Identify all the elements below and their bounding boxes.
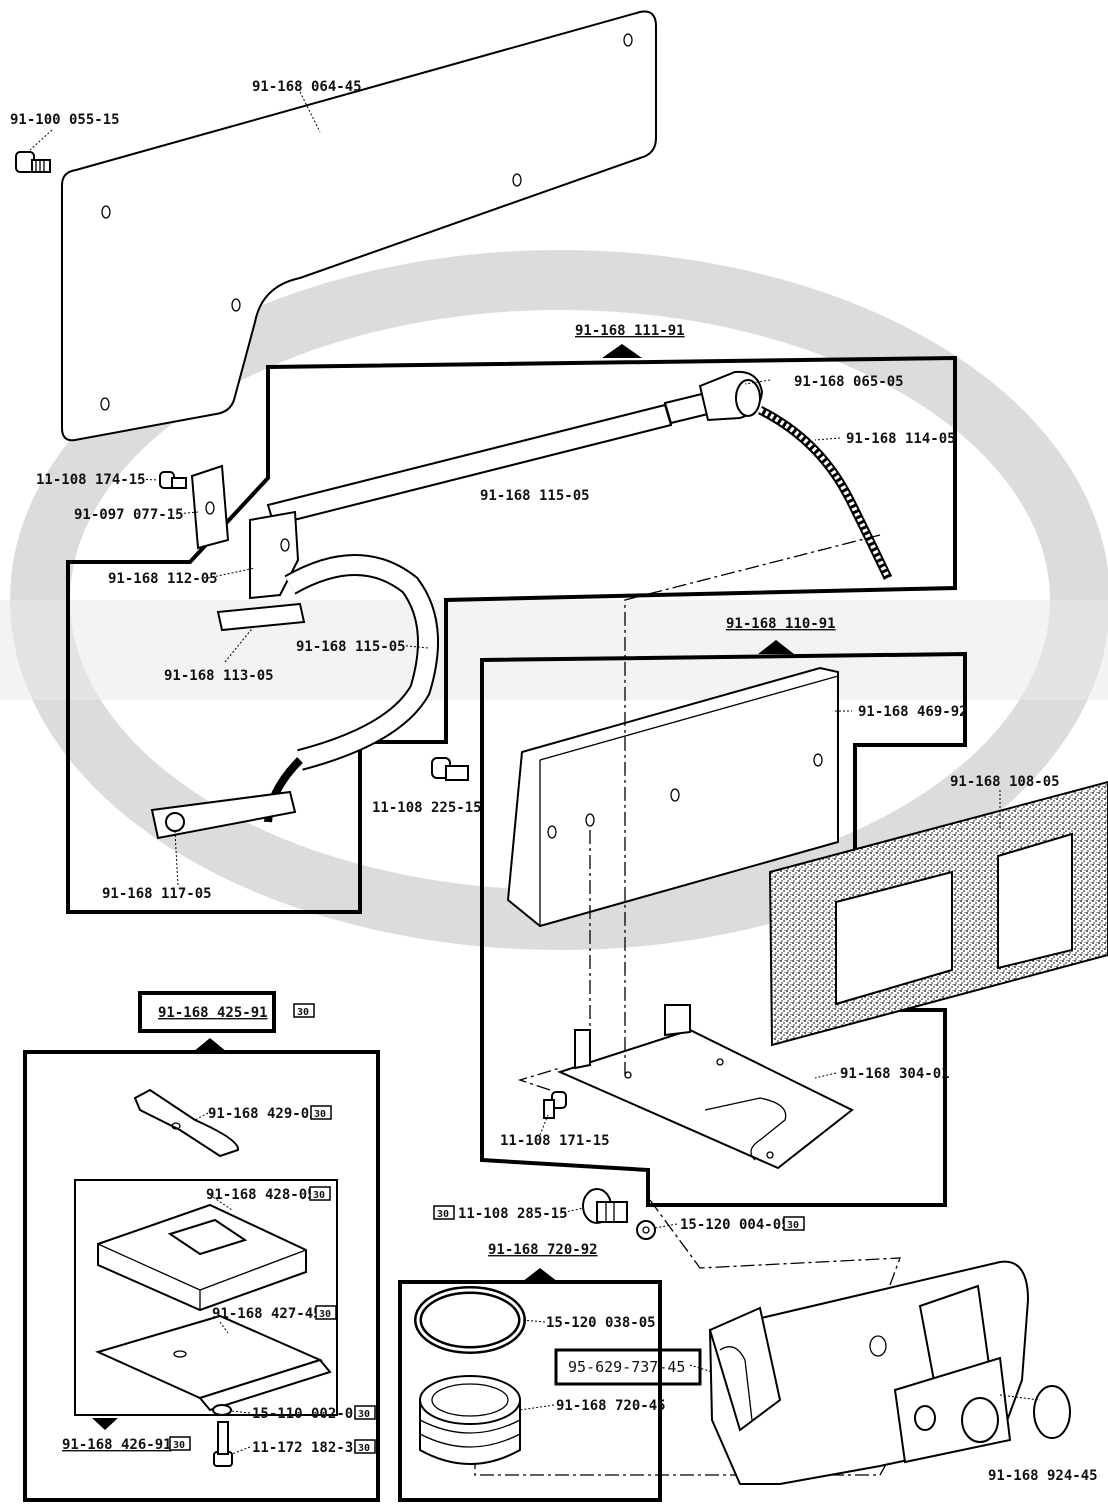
svg-text:30: 30 bbox=[358, 1443, 370, 1454]
label-gasket: 91-168 108-05 bbox=[950, 774, 1060, 790]
label-assy-426: 91-168 426-91 bbox=[62, 1437, 172, 1453]
arm-screw-drawing bbox=[582, 1188, 656, 1240]
badge-30: 30 bbox=[783, 1216, 805, 1231]
base-plate-drawing bbox=[557, 1004, 854, 1170]
label-assy-111: 91-168 111-91 bbox=[575, 323, 685, 339]
label-washer-120: 15-120 004-05 bbox=[680, 1217, 790, 1233]
svg-text:30: 30 bbox=[319, 1309, 331, 1320]
arm-casting-label-box bbox=[554, 1348, 702, 1386]
label-plug: 91-168 065-05 bbox=[794, 374, 904, 390]
label-arm-casting: 95-629-737-45 bbox=[568, 1358, 685, 1376]
base-screw-drawing bbox=[543, 1091, 567, 1119]
label-cap-924: 91-168 924-45 bbox=[988, 1468, 1098, 1484]
svg-text:30: 30 bbox=[787, 1220, 799, 1231]
label-cover-plate: 91-168 064-45 bbox=[252, 79, 362, 95]
label-bracket-429: 91-168 429-05 bbox=[208, 1106, 318, 1122]
washer-and-screw-drawing bbox=[212, 1404, 233, 1467]
badges: 30 30 30 30 30 30 30 30 30 bbox=[169, 1003, 805, 1454]
badge-30: 30 bbox=[169, 1436, 191, 1451]
badge-30: 30 bbox=[309, 1186, 331, 1201]
label-sensor-base: 91-168 113-05 bbox=[164, 668, 274, 684]
label-tube-long: 91-168 115-05 bbox=[480, 488, 590, 504]
label-pad-428: 91-168 428-05 bbox=[206, 1187, 316, 1203]
label-bushing-720: 91-168 720-45 bbox=[556, 1398, 666, 1414]
label-assy-425: 91-168 425-91 bbox=[158, 1005, 268, 1021]
badge-30: 30 bbox=[354, 1405, 376, 1420]
cover-plate-drawing bbox=[61, 10, 657, 442]
label-braid-wire: 91-168 114-05 bbox=[846, 431, 956, 447]
arm-casting-drawing bbox=[708, 1260, 1030, 1485]
pad-428-drawing bbox=[97, 1203, 307, 1312]
assembly-110-frame bbox=[480, 640, 967, 1207]
label-screw-172: 11-172 182-35 bbox=[252, 1440, 362, 1456]
svg-text:30: 30 bbox=[313, 1190, 325, 1201]
bracket-429-drawing bbox=[133, 1088, 239, 1158]
label-plate-427: 91-168 427-45 bbox=[212, 1306, 322, 1322]
label-arm-screw: 11-108 285-15 bbox=[458, 1206, 568, 1222]
clip-screw-drawing bbox=[159, 471, 187, 489]
label-base-plate: 91-168 304-01 bbox=[840, 1066, 950, 1082]
cable-assembly-drawing bbox=[150, 370, 893, 840]
svg-text:30: 30 bbox=[314, 1109, 326, 1120]
plate-427-drawing bbox=[95, 1314, 332, 1412]
top-screw-drawing bbox=[15, 129, 53, 173]
svg-text:30: 30 bbox=[173, 1440, 185, 1451]
ring-and-bushing-drawing bbox=[414, 1286, 526, 1465]
label-clip-screw: 11-108 174-15 bbox=[36, 472, 146, 488]
label-washer-110: 15-110 002-05 bbox=[252, 1406, 362, 1422]
badge-30: 30 bbox=[315, 1305, 337, 1320]
label-assy-720: 91-168 720-92 bbox=[488, 1242, 598, 1258]
assembly-425-frame bbox=[23, 991, 380, 1502]
badge-30: 30 bbox=[433, 1205, 455, 1220]
leader-lines bbox=[137, 379, 1001, 1455]
label-top-screw: 91-100 055-15 bbox=[10, 112, 120, 128]
label-light-cover: 91-168 469-92 bbox=[858, 704, 968, 720]
assembly-720-frame bbox=[398, 1268, 662, 1502]
svg-text:30: 30 bbox=[437, 1209, 449, 1220]
label-mid-screw: 11-108 225-15 bbox=[372, 800, 482, 816]
cap-924-drawing bbox=[999, 1385, 1071, 1439]
badge-30: 30 bbox=[293, 1003, 315, 1018]
svg-text:30: 30 bbox=[297, 1007, 309, 1018]
label-clip: 91-097 077-15 bbox=[74, 507, 184, 523]
assembly-111-frame bbox=[66, 344, 957, 914]
label-base-screw: 11-108 171-15 bbox=[500, 1133, 610, 1149]
part-labels: 91-168 064-45 91-100 055-15 91-168 111-9… bbox=[10, 79, 1098, 1484]
mid-screw-drawing bbox=[431, 757, 469, 781]
badge-30: 30 bbox=[310, 1105, 332, 1120]
svg-text:30: 30 bbox=[358, 1409, 370, 1420]
label-sensor-holder: 91-168 112-05 bbox=[108, 571, 218, 587]
label-tube-curved: 91-168 115-05 bbox=[296, 639, 406, 655]
label-ground-lug: 91-168 117-05 bbox=[102, 886, 212, 902]
gasket-drawing bbox=[768, 780, 1108, 1047]
badge-30: 30 bbox=[354, 1439, 376, 1454]
label-assy-110: 91-168 110-91 bbox=[726, 616, 836, 632]
label-ring-038: 15-120 038-05 bbox=[546, 1315, 656, 1331]
